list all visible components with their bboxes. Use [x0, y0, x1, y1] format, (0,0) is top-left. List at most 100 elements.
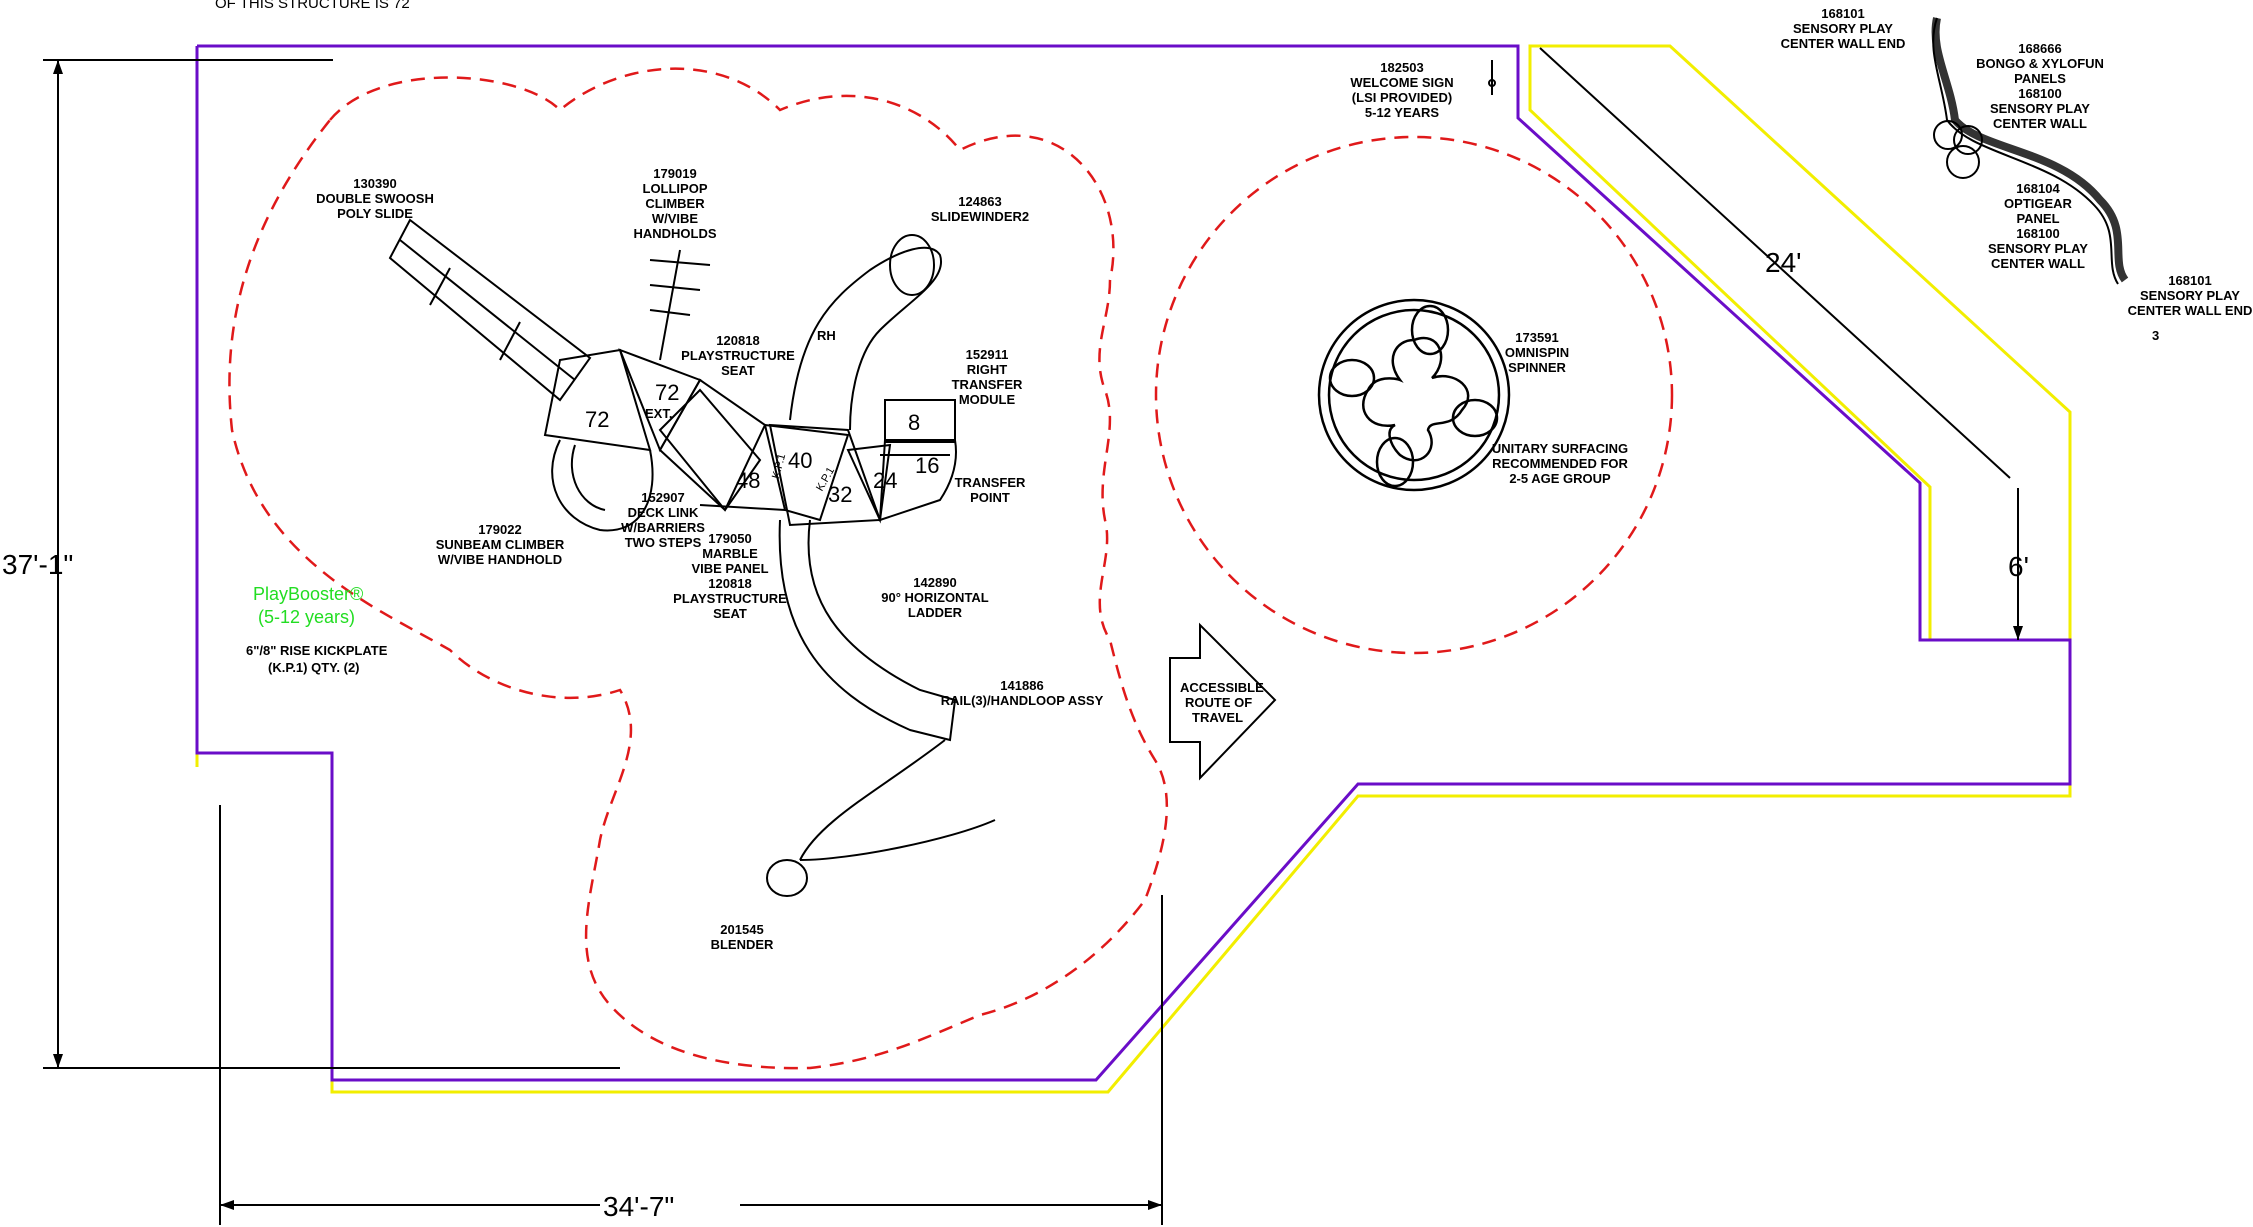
callout-line: HANDHOLDS	[633, 226, 716, 241]
dimension-width: 34'-7"	[603, 1191, 674, 1222]
callout-line: CENTER WALL	[1993, 116, 2087, 131]
callout-line: W/BARRIERS	[621, 520, 705, 535]
kickplate-note-1: 6"/8" RISE KICKPLATE	[246, 643, 388, 658]
callout-line: PLAYSTRUCTURE	[681, 348, 795, 363]
callout-line: 142890	[913, 575, 956, 590]
callout-line: MARBLE	[702, 546, 758, 561]
kickplate-note-2: (K.P.1) QTY. (2)	[268, 660, 360, 675]
callout-line: 120818	[708, 576, 751, 591]
callout-line: PLAYSTRUCTURE	[673, 591, 787, 606]
callout-line: LOLLIPOP	[643, 181, 708, 196]
callout-line: BONGO & XYLOFUN	[1976, 56, 2104, 71]
callout-line: POINT	[970, 490, 1010, 505]
callout-line: WELCOME SIGN	[1350, 75, 1453, 90]
callout-line: SENSORY PLAY	[1793, 21, 1893, 36]
callout-line: BLENDER	[711, 937, 774, 952]
callout-line: PANELS	[2014, 71, 2066, 86]
callout-line: RIGHT	[967, 362, 1008, 377]
play-structure	[388, 218, 996, 897]
callout-line: LADDER	[908, 605, 963, 620]
callout-line: 141886	[1000, 678, 1043, 693]
callout-line: 179050	[708, 531, 751, 546]
accessible-route-arrow	[1169, 622, 1277, 781]
deck-72b: 72	[655, 380, 679, 405]
slide-rh-label: RH	[817, 328, 836, 343]
deck-8: 8	[908, 410, 920, 435]
callout-line: 152911	[966, 347, 1009, 362]
dimension-lines	[43, 47, 2019, 1225]
callout-line: 168104	[2016, 181, 2060, 196]
callout-line: UNITARY SURFACING	[1492, 441, 1628, 456]
callout-line: TRANSFER	[952, 377, 1023, 392]
callout-line: SUNBEAM CLIMBER	[436, 537, 565, 552]
callout-line: MODULE	[959, 392, 1016, 407]
callout-line: 182503	[1380, 60, 1423, 75]
callout-line: 152907	[641, 490, 684, 505]
callout-line: PANEL	[2016, 211, 2059, 226]
sensory-play-wall	[1931, 17, 2129, 283]
deck-32: 32	[828, 482, 852, 507]
omnispin-spinner	[1317, 298, 1511, 492]
callout-line: 124863	[958, 194, 1001, 209]
callout-line: 168101	[1821, 6, 1864, 21]
callout-line: 120818	[716, 333, 759, 348]
callout-line: SENSORY PLAY	[1990, 101, 2090, 116]
partial-title: OF THIS STRUCTURE IS 72	[215, 0, 410, 12]
route-line-3: TRAVEL	[1192, 710, 1243, 725]
callout-line: 168666	[2018, 41, 2061, 56]
callout-line: 168101	[2168, 273, 2211, 288]
callout-line: 5-12 YEARS	[1365, 105, 1440, 120]
callout-line: (LSI PROVIDED)	[1352, 90, 1452, 105]
brand-name: PlayBooster®	[253, 584, 363, 604]
side-note: 3	[2152, 328, 2159, 343]
route-line-1: ACCESSIBLE	[1180, 680, 1264, 695]
use-zone-playstructure	[228, 67, 1169, 1070]
callout-line: 168100	[2016, 226, 2059, 241]
callout-line: POLY SLIDE	[337, 206, 413, 221]
callout-line: RAIL(3)/HANDLOOP ASSY	[941, 693, 1104, 708]
callout-line: 179019	[653, 166, 696, 181]
callout-line: CENTER WALL	[1991, 256, 2085, 271]
deck-48: 48	[736, 468, 760, 493]
callout-line: CLIMBER	[645, 196, 705, 211]
deck-ext: EXT.	[645, 406, 672, 421]
callout-line: OPTIGEAR	[2004, 196, 2073, 211]
callout-line: W/VIBE HANDHOLD	[438, 552, 562, 567]
use-zone-spinner	[1154, 135, 1674, 655]
dimension-height: 37'-1"	[2, 549, 73, 580]
callout-line: 90° HORIZONTAL	[881, 590, 989, 605]
safety-offset-boundary	[195, 44, 2072, 1094]
callout-line: SEAT	[721, 363, 755, 378]
deck-16: 16	[915, 453, 939, 478]
callout-line: CENTER WALL END	[1781, 36, 1906, 51]
callout-line: SENSORY PLAY	[1988, 241, 2088, 256]
callout-line: 130390	[353, 176, 396, 191]
callout-line: TRANSFER	[955, 475, 1026, 490]
callout-line: SEAT	[713, 606, 747, 621]
deck-40: 40	[788, 448, 812, 473]
callout-line: DECK LINK	[628, 505, 699, 520]
callout-line: W/VIBE	[652, 211, 699, 226]
brand-age: (5-12 years)	[258, 607, 355, 627]
callout-line: RECOMMENDED FOR	[1492, 456, 1628, 471]
callout-line: 179022	[478, 522, 521, 537]
dimension-diagonal: 24'	[1765, 247, 1802, 278]
callout-line: CENTER WALL END	[2128, 303, 2253, 318]
callout-line: 168100	[2018, 86, 2061, 101]
